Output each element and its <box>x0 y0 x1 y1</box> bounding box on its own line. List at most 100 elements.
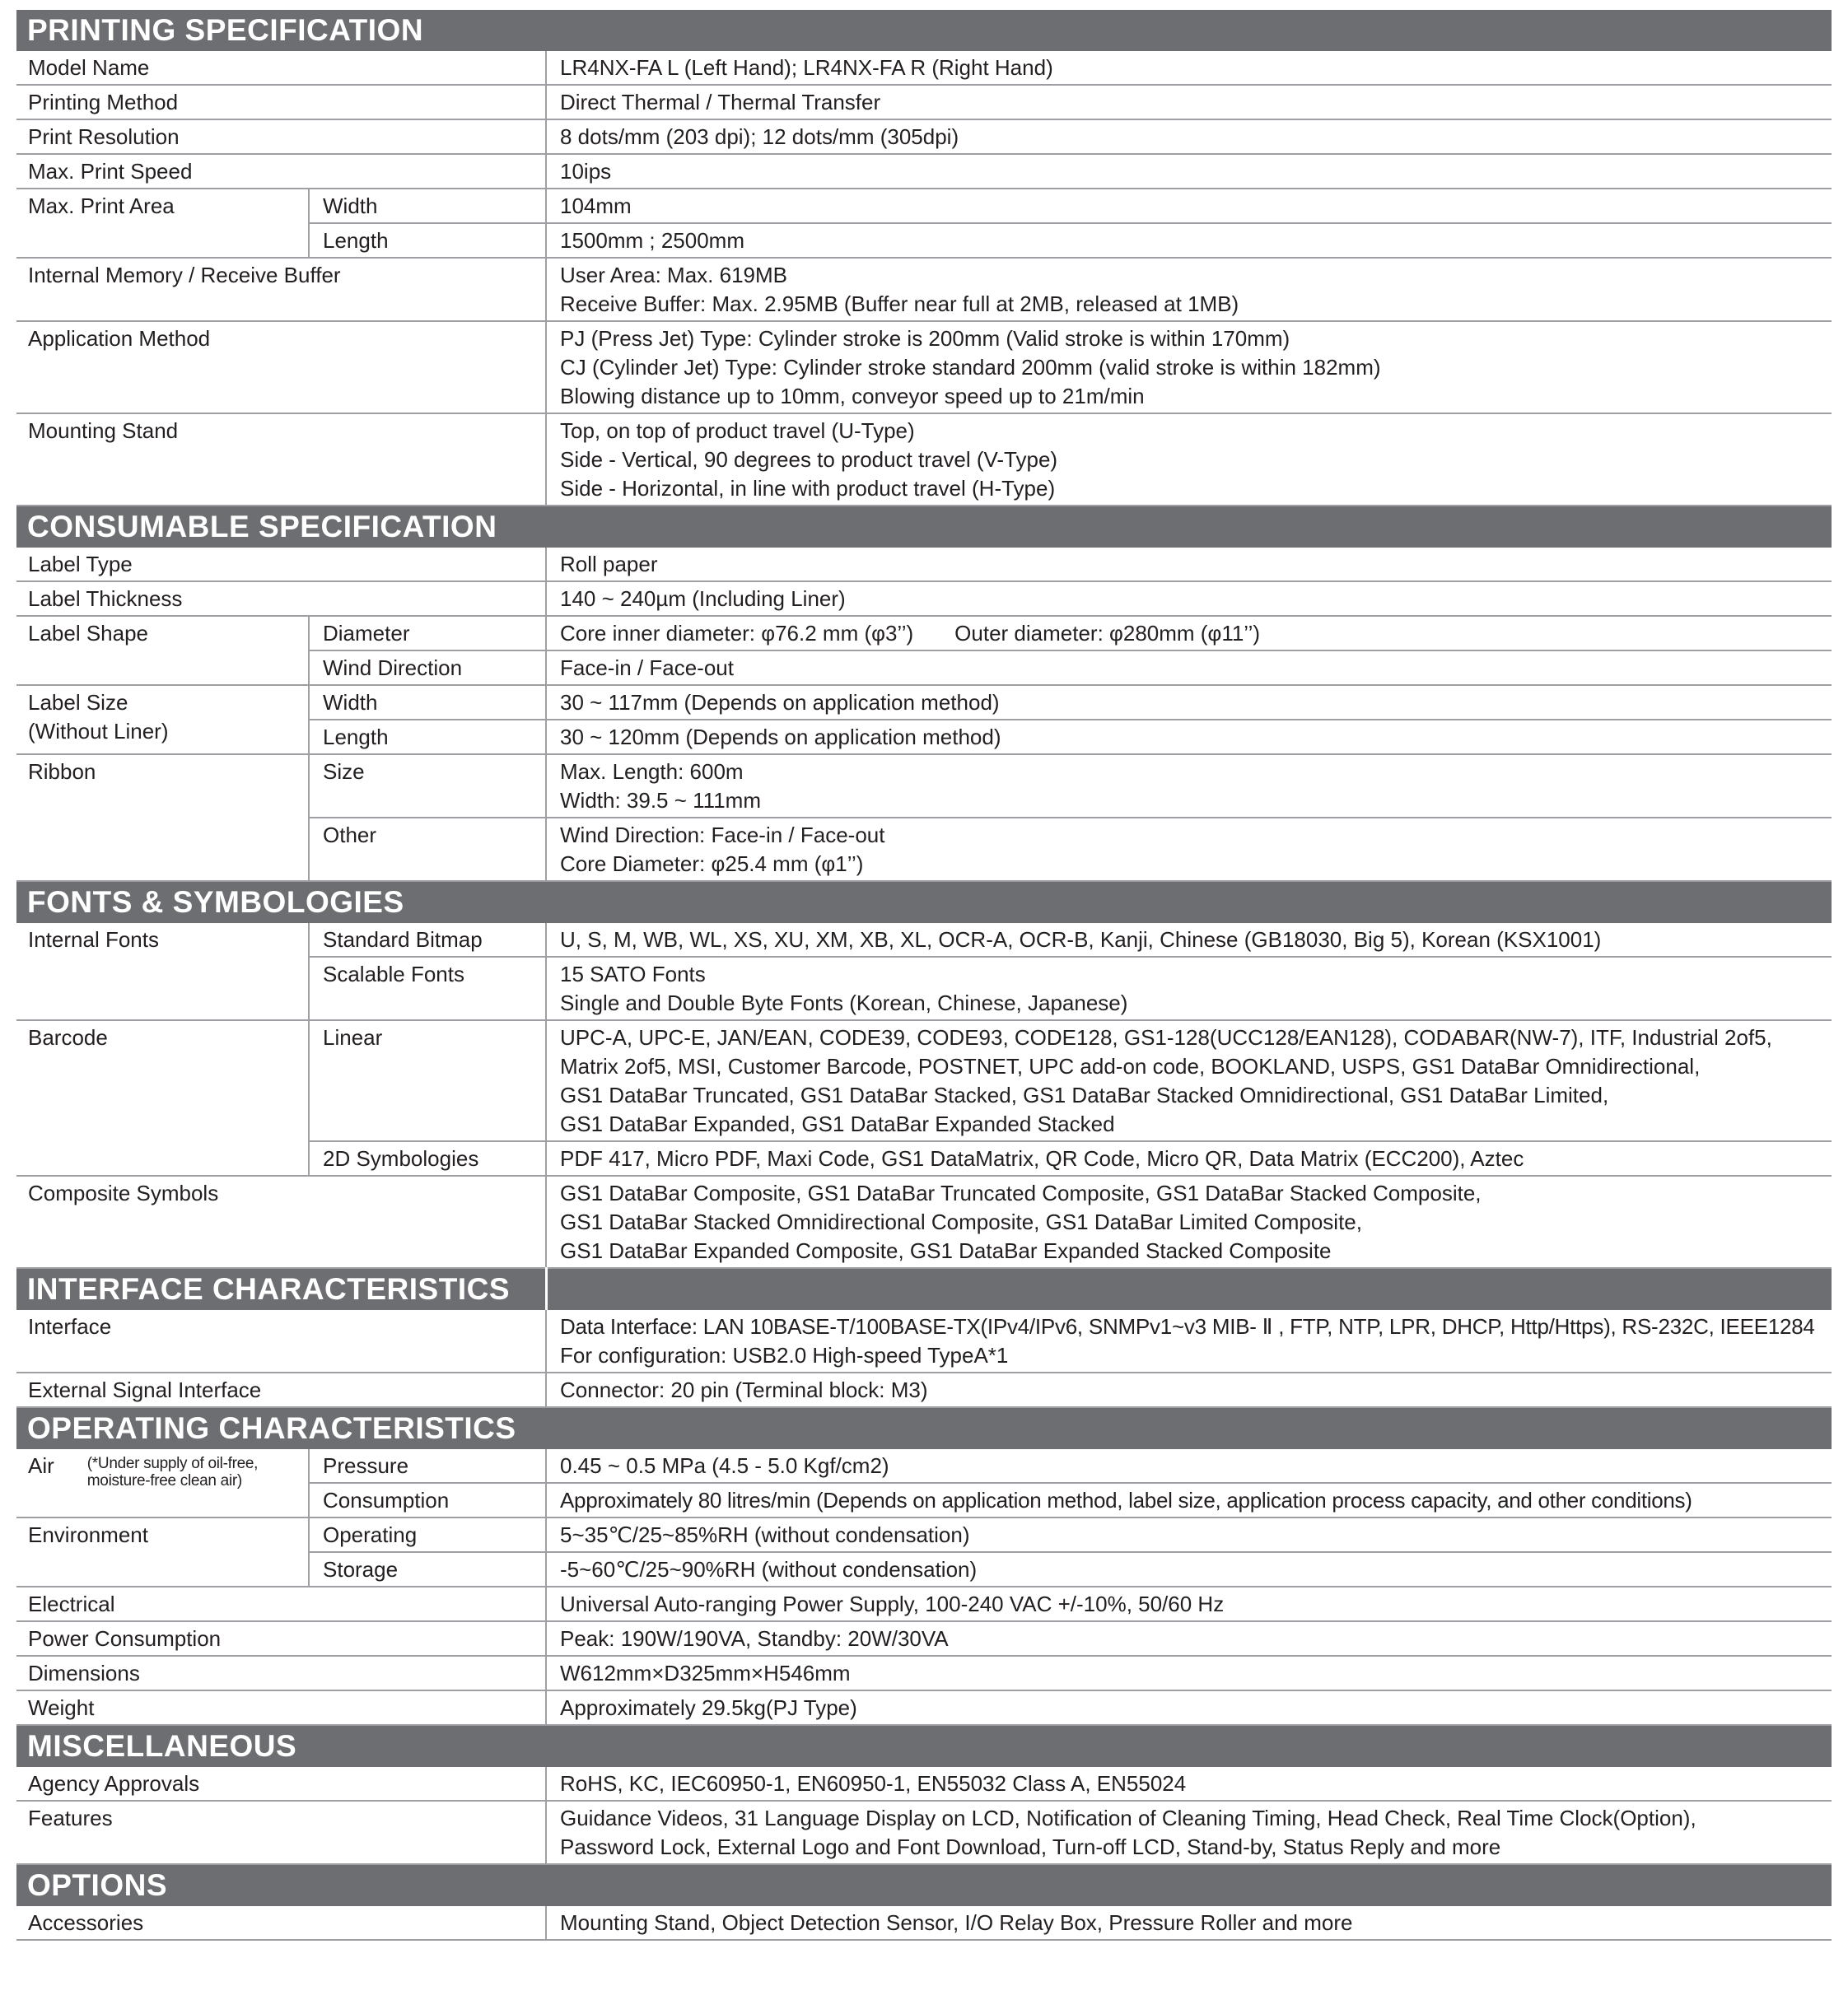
spec-label: Dimensions <box>16 1656 546 1691</box>
spec-value: 5~35℃/25~85%RH (without condensation) <box>545 1517 1832 1553</box>
spec-value-line: 15 SATO Fonts <box>560 962 706 986</box>
spec-value-line: GS1 DataBar Stacked Omnidirectional Comp… <box>560 1210 1362 1234</box>
spec-value: GS1 DataBar Composite, GS1 DataBar Trunc… <box>545 1176 1832 1269</box>
spec-row-mounting-stand: Mounting Stand Top, on top of product tr… <box>16 413 1832 506</box>
spec-sublabel: Size <box>308 754 546 818</box>
spec-row-environment-operating: Environment Operating 5~35℃/25~85%RH (wi… <box>16 1517 1832 1587</box>
spec-value-line: GS1 DataBar Composite, GS1 DataBar Trunc… <box>560 1181 1482 1205</box>
spec-sublabel: Storage <box>308 1552 546 1587</box>
spec-label: Internal Fonts <box>16 923 309 1021</box>
section-header-fonts: FONTS & SYMBOLOGIES <box>16 881 1832 923</box>
spec-label: Ribbon <box>16 754 309 882</box>
section-title: INTERFACE CHARACTERISTICS <box>16 1268 548 1310</box>
spec-value-line: GS1 DataBar Expanded, GS1 DataBar Expand… <box>560 1112 1115 1136</box>
spec-value-line: CJ (Cylinder Jet) Type: Cylinder stroke … <box>560 355 1381 380</box>
spec-value: 30 ~ 117mm (Depends on application metho… <box>545 685 1832 720</box>
spec-sublabel: Other <box>308 818 546 882</box>
spec-label-text: Air <box>28 1453 54 1478</box>
spec-value: 8 dots/mm (203 dpi); 12 dots/mm (305dpi) <box>545 119 1832 155</box>
spec-value-line: GS1 DataBar Truncated, GS1 DataBar Stack… <box>560 1083 1609 1107</box>
spec-label: Weight <box>16 1690 546 1726</box>
spec-value: Universal Auto-ranging Power Supply, 100… <box>545 1587 1832 1622</box>
spec-value: Direct Thermal / Thermal Transfer <box>545 85 1832 120</box>
section-header-interface: INTERFACE CHARACTERISTICS <box>16 1268 1832 1310</box>
spec-value-line: U, S, M, WB, WL, XS, XU, XM, XB, XL, OCR… <box>560 927 1602 952</box>
air-note-line: moisture-free clean air) <box>86 1472 242 1490</box>
section-header-consumable: CONSUMABLE SPECIFICATION <box>16 506 1832 548</box>
spec-sublabel: Wind Direction <box>308 650 546 686</box>
spec-label: Features <box>16 1801 546 1865</box>
spec-row-max-print-speed: Max. Print Speed 10ips <box>16 154 1832 189</box>
spec-label: Max. Print Area <box>16 189 309 259</box>
spec-value-line: For configuration: USB2.0 High-speed Typ… <box>560 1343 1009 1368</box>
spec-sublabel: Consumption <box>308 1483 546 1518</box>
spec-value: 1500mm ; 2500mm <box>545 223 1832 259</box>
spec-row-label-type: Label Type Roll paper <box>16 548 1832 582</box>
section-title: MISCELLANEOUS <box>16 1725 1832 1767</box>
spec-value: Core inner diameter: φ76.2 mm (φ3’’)Oute… <box>545 616 1832 651</box>
spec-row-printing-method: Printing Method Direct Thermal / Thermal… <box>16 85 1832 120</box>
spec-label: Electrical <box>16 1587 546 1622</box>
spec-label: Label Type <box>16 548 546 582</box>
spec-value: Approximately 80 litres/min (Depends on … <box>545 1483 1832 1518</box>
spec-row-barcode-linear: Barcode Linear UPC-A, UPC-E, JAN/EAN, CO… <box>16 1020 1832 1177</box>
spec-value: 10ips <box>545 154 1832 189</box>
spec-row-environment-storage: Storage -5~60℃/25~90%RH (without condens… <box>16 1552 1832 1587</box>
spec-row-application-method: Application Method PJ (Press Jet) Type: … <box>16 321 1832 414</box>
spec-row-label-size-width: Label Size (Without Liner) Width 30 ~ 11… <box>16 685 1832 755</box>
spec-label: Label Size (Without Liner) <box>16 685 309 755</box>
spec-value-line: Side - Horizontal, in line with product … <box>560 476 1056 501</box>
spec-row-ribbon-other: Other Wind Direction: Face-in / Face-out… <box>16 818 1832 882</box>
section-title: CONSUMABLE SPECIFICATION <box>16 506 1832 548</box>
section-header-operating: OPERATING CHARACTERISTICS <box>16 1407 1832 1449</box>
section-header-filler <box>546 1268 1832 1310</box>
spec-value-line: Wind Direction: Face-in / Face-out <box>560 823 885 847</box>
section-header-misc: MISCELLANEOUS <box>16 1725 1832 1767</box>
spec-row-ribbon-size: Ribbon Size Max. Length: 600m Width: 39.… <box>16 754 1832 882</box>
spec-value: Connector: 20 pin (Terminal block: M3) <box>545 1373 1832 1408</box>
spec-value: U, S, M, WB, WL, XS, XU, XM, XB, XL, OCR… <box>545 923 1832 958</box>
spec-label: Mounting Stand <box>16 413 546 506</box>
spec-value-line: Matrix 2of5, MSI, Customer Barcode, POST… <box>560 1054 1701 1079</box>
spec-row-air-consumption: Consumption Approximately 80 litres/min … <box>16 1483 1832 1518</box>
spec-value-line: UPC-A, UPC-E, JAN/EAN, CODE39, CODE93, C… <box>560 1025 1772 1050</box>
spec-sublabel: Width <box>308 189 546 224</box>
spec-label: Barcode <box>16 1020 309 1177</box>
spec-sublabel: Pressure <box>308 1449 546 1484</box>
section-title: PRINTING SPECIFICATION <box>16 10 1832 51</box>
spec-sublabel: Width <box>308 685 546 720</box>
spec-value: Mounting Stand, Object Detection Sensor,… <box>545 1906 1832 1941</box>
section-title: FONTS & SYMBOLOGIES <box>16 881 1832 923</box>
spec-value-line: Width: 39.5 ~ 111mm <box>560 788 761 813</box>
spec-value: Data Interface: LAN 10BASE-T/100BASE-TX(… <box>545 1310 1832 1373</box>
spec-value-line: Max. Length: 600m <box>560 759 744 784</box>
section-title: OPTIONS <box>16 1864 1832 1906</box>
spec-row-label-thickness: Label Thickness 140 ~ 240µm (Including L… <box>16 581 1832 617</box>
spec-value-line: Top, on top of product travel (U-Type) <box>560 418 915 443</box>
spec-value-line: User Area: Max. 619MB <box>560 263 787 287</box>
spec-row-label-shape-wind: Wind Direction Face-in / Face-out <box>16 650 1832 686</box>
spec-value: RoHS, KC, IEC60950-1, EN60950-1, EN55032… <box>545 1767 1832 1802</box>
spec-value-line: PJ (Press Jet) Type: Cylinder stroke is … <box>560 326 1290 351</box>
spec-value: PDF 417, Micro PDF, Maxi Code, GS1 DataM… <box>545 1141 1832 1177</box>
spec-sublabel: Scalable Fonts <box>308 957 546 1021</box>
spec-row-label-size-length: Length 30 ~ 120mm (Depends on applicatio… <box>16 720 1832 755</box>
spec-row-print-resolution: Print Resolution 8 dots/mm (203 dpi); 12… <box>16 119 1832 155</box>
spec-value-line: Password Lock, External Logo and Font Do… <box>560 1834 1501 1859</box>
section-header-options: OPTIONS <box>16 1864 1832 1906</box>
spec-label: Printing Method <box>16 85 546 120</box>
spec-label: Internal Memory / Receive Buffer <box>16 258 546 322</box>
spec-value: UPC-A, UPC-E, JAN/EAN, CODE39, CODE93, C… <box>545 1020 1832 1142</box>
section-header-printing: PRINTING SPECIFICATION <box>16 10 1832 51</box>
spec-value-line: Receive Buffer: Max. 2.95MB (Buffer near… <box>560 291 1239 316</box>
spec-label: External Signal Interface <box>16 1373 546 1408</box>
spec-label: Power Consumption <box>16 1621 546 1657</box>
spec-row-weight: Weight Approximately 29.5kg(PJ Type) <box>16 1690 1832 1726</box>
air-note: (*Under supply of oil-free,moisture-free… <box>86 1455 259 1490</box>
spec-label-line: Label Size <box>28 690 128 715</box>
spec-value: W612mm×D325mm×H546mm <box>545 1656 1832 1691</box>
spec-table: PRINTING SPECIFICATION Model Name LR4NX-… <box>16 10 1832 1941</box>
spec-label: Agency Approvals <box>16 1767 546 1802</box>
spec-label: Label Shape <box>16 616 309 686</box>
section-title: OPERATING CHARACTERISTICS <box>16 1407 1832 1449</box>
